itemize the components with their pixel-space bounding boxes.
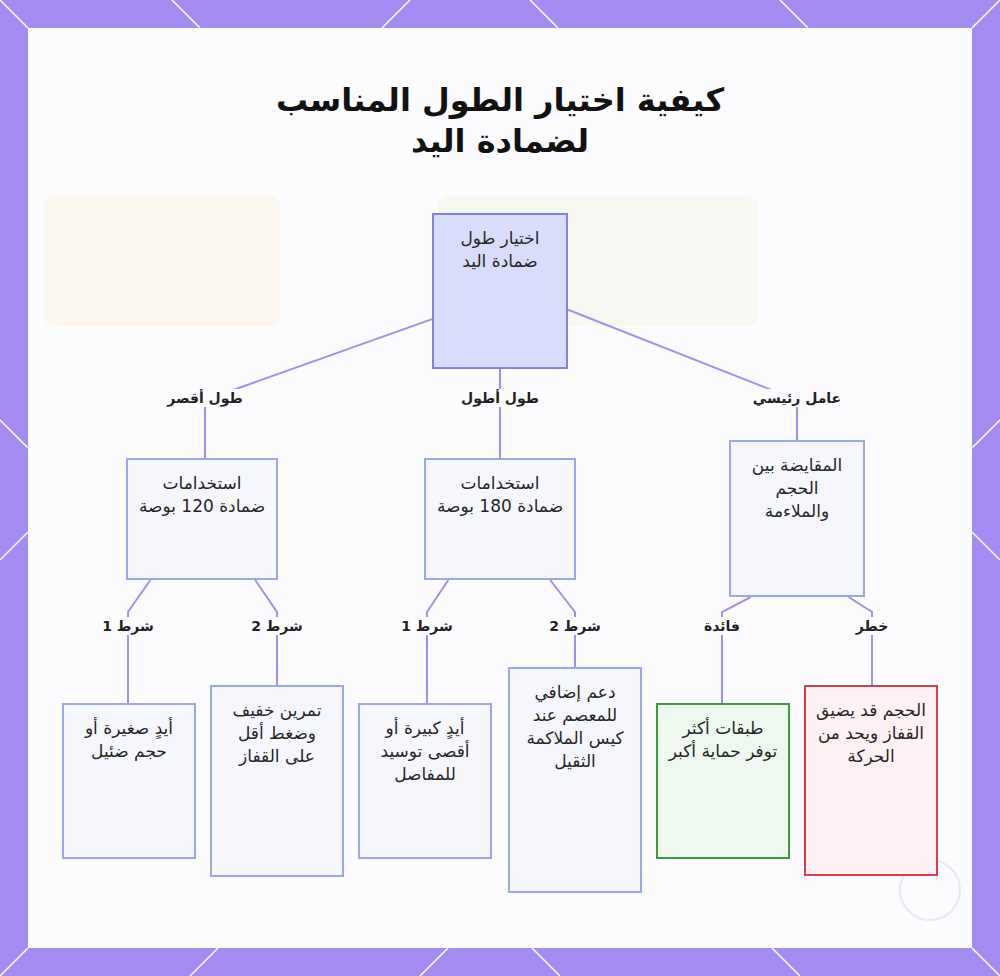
white-panel (28, 28, 972, 948)
edge-label: طول أقصر (163, 389, 246, 407)
edge-label: شرط 1 (397, 617, 457, 635)
node-text: أيدٍ كبيرة أو أقصى توسيد للمفاصل (370, 717, 480, 786)
node-text: المقايضة بين الحجم والملاءمة (741, 454, 853, 523)
node-text: الحجم قد يضيق القفاز ويحد من الحركة (816, 699, 926, 768)
connector-line (568, 310, 797, 440)
category-box: استخدامات ضمادة 120 بوصة (126, 458, 278, 580)
node-text: أيدٍ صغيرة أو حجم ضئيل (74, 717, 184, 763)
category-box: استخدامات ضمادة 180 بوصة (424, 458, 576, 580)
node-text: استخدامات ضمادة 120 بوصة (138, 472, 266, 518)
condition-box: أيدٍ كبيرة أو أقصى توسيد للمفاصل (358, 703, 492, 859)
edge-label: شرط 1 (98, 617, 158, 635)
node-text: استخدامات ضمادة 180 بوصة (436, 472, 564, 518)
connector-line (427, 580, 448, 703)
node-text: اختيار طول ضمادة اليد (444, 227, 556, 273)
edge-label: خطر (852, 617, 892, 635)
benefit-box: طبقات أكثر توفر حماية أكبر (656, 703, 790, 859)
category-box: المقايضة بين الحجم والملاءمة (729, 440, 865, 597)
node-text: طبقات أكثر توفر حماية أكبر (668, 717, 778, 763)
connector-line (849, 597, 872, 685)
edge-label: شرط 2 (247, 617, 307, 635)
connector-line (722, 597, 751, 703)
connector-line (499, 369, 501, 458)
risk-box: الحجم قد يضيق القفاز ويحد من الحركة (804, 685, 938, 876)
edge-label: شرط 2 (545, 617, 605, 635)
connector-line (128, 580, 150, 703)
faint-background-shape (44, 196, 280, 326)
diagram-title: كيفية اختيار الطول المناسب لضمادة اليد (250, 80, 750, 162)
node-text: دعم إضافي للمعصم عند كيس الملاكمة الثقيل (520, 681, 630, 773)
edge-label: عامل رئيسي (749, 389, 845, 407)
edge-label: طول أطول (457, 389, 543, 407)
condition-box: دعم إضافي للمعصم عند كيس الملاكمة الثقيل (508, 667, 642, 893)
node-text: تمرين خفيف وضغط أقل على القفاز (222, 699, 332, 768)
root-box: اختيار طول ضمادة اليد (432, 213, 568, 369)
condition-box: تمرين خفيف وضغط أقل على القفاز (210, 685, 344, 877)
condition-box: أيدٍ صغيرة أو حجم ضئيل (62, 703, 196, 859)
edge-label: فائدة (700, 617, 744, 635)
